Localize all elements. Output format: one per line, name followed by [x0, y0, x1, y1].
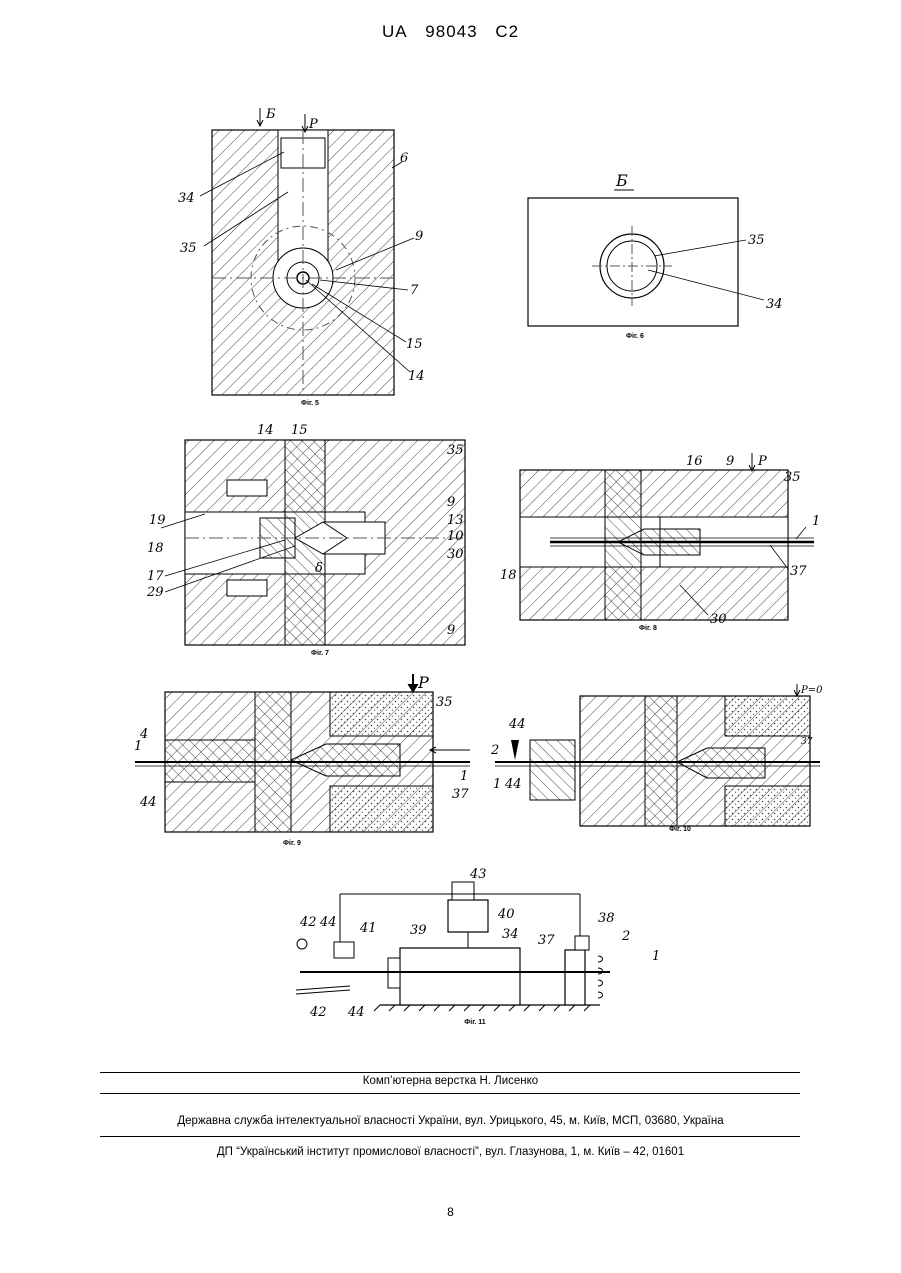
fig11-label-41: 41 [359, 921, 377, 936]
figure-7-drawing: 14 15 35 9 19 13 10 18 30 17 29 δ 9 [145, 420, 475, 650]
fig10-label-44a: 44 [508, 717, 526, 732]
fig7-label-10: 10 [447, 529, 464, 544]
fig11-label-44a: 44 [319, 915, 337, 930]
fig8-label-30: 30 [710, 612, 727, 627]
fig7-label-19: 19 [149, 513, 166, 528]
figure-6-drawing: Б 35 34 [520, 170, 800, 340]
figure-10-caption: Фіг. 10 [660, 826, 700, 833]
fig11-label-42a: 42 [299, 915, 317, 930]
fig7-label-14: 14 [257, 423, 274, 438]
figure-11-caption: Фіг. 11 [455, 1019, 495, 1026]
fig7-label-17: 17 [147, 569, 164, 584]
fig11-label-40: 40 [497, 907, 515, 922]
fig7-label-9b: 9 [447, 623, 455, 638]
fig5-label-b: Б [265, 107, 276, 122]
fig10-label-1: 1 [493, 777, 501, 792]
fig7-label-18: 18 [147, 541, 164, 556]
fig8-label-p: P [757, 454, 767, 469]
fig11-label-39: 39 [410, 923, 427, 938]
fig6-label-b: Б [615, 171, 628, 190]
fig11-label-44b: 44 [347, 1005, 365, 1020]
header-country: UA [382, 22, 408, 41]
fig9-label-1a: 1 [134, 739, 142, 754]
fig9-label-37: 37 [452, 787, 469, 802]
fig11-label-38: 38 [598, 911, 615, 926]
fig7-label-13: 13 [447, 513, 464, 528]
fig5-label-p: P [308, 117, 318, 132]
fig9-label-p: P [417, 673, 429, 692]
fig8-label-1: 1 [812, 514, 820, 529]
fig10-label-2: 2 [490, 743, 499, 758]
fig5-label-15: 15 [406, 337, 423, 352]
header-kind: C2 [495, 22, 519, 41]
fig8-label-18: 18 [500, 568, 517, 583]
fig5-label-14: 14 [408, 369, 425, 384]
fig10-label-44b: 44 [504, 777, 522, 792]
figure-8-caption: Фіг. 8 [628, 625, 668, 632]
document-header: UA 98043 C2 [0, 22, 901, 42]
fig7-label-35: 35 [447, 443, 464, 458]
fig7-label-15: 15 [291, 423, 308, 438]
figure-9-caption: Фіг. 9 [272, 840, 312, 847]
header-number: 98043 [425, 22, 477, 41]
fig11-label-34: 34 [502, 927, 519, 942]
fig8-label-37: 37 [790, 564, 807, 579]
fig6-label-35: 35 [748, 233, 765, 248]
figure-6-caption: Фіг. 6 [615, 333, 655, 340]
fig6-label-34: 34 [766, 297, 783, 312]
fig9-label-1b: 1 [460, 769, 468, 784]
fig11-label-42b: 42 [309, 1005, 327, 1020]
fig5-label-9: 9 [415, 229, 423, 244]
figure-9-drawing: P 35 4 1 44 1 37 [130, 670, 475, 840]
footer-agency: Державна служба інтелектуальної власност… [0, 1115, 901, 1127]
footer-rule-middle [100, 1093, 800, 1094]
figure-5-caption: Фіг. 5 [290, 400, 330, 407]
fig8-label-35: 35 [784, 470, 801, 485]
footer-institute: ДП “Український інститут промислової вла… [0, 1146, 901, 1158]
figure-10-drawing: P=0 44 2 1 44 37 [485, 680, 825, 840]
fig11-label-37: 37 [538, 933, 555, 948]
fig7-label-30: 30 [447, 547, 464, 562]
fig5-label-35: 35 [180, 241, 197, 256]
fig11-label-43: 43 [469, 867, 487, 882]
fig7-label-29: 29 [146, 585, 164, 600]
fig7-label-delta: δ [315, 561, 323, 576]
figure-5-drawing: Б P 6 34 35 9 7 15 14 [160, 100, 460, 400]
fig9-label-35: 35 [436, 695, 453, 710]
fig11-label-2: 2 [621, 929, 630, 944]
fig7-label-9a: 9 [447, 495, 455, 510]
fig10-label-p0: P=0 [800, 685, 823, 696]
fig8-label-9: 9 [726, 454, 734, 469]
footer-rule-top [100, 1072, 800, 1073]
fig9-label-44: 44 [139, 795, 157, 810]
fig5-label-7: 7 [410, 283, 419, 298]
page-number: 8 [0, 1205, 901, 1219]
fig5-label-6: 6 [400, 151, 408, 166]
fig5-label-34: 34 [178, 191, 195, 206]
figure-11-drawing: 43 40 42 44 41 39 34 37 38 2 1 42 44 [280, 860, 660, 1020]
footer-typesetting: Комп’ютерна верстка Н. Лисенко [0, 1075, 901, 1087]
footer-rule-bottom [100, 1136, 800, 1137]
figure-7-caption: Фіг. 7 [300, 650, 340, 657]
fig11-label-1: 1 [652, 949, 660, 964]
fig10-label-37: 37 [801, 737, 813, 747]
fig8-label-16: 16 [686, 454, 703, 469]
figure-8-drawing: 16 9 P 35 1 18 37 30 [500, 445, 830, 630]
